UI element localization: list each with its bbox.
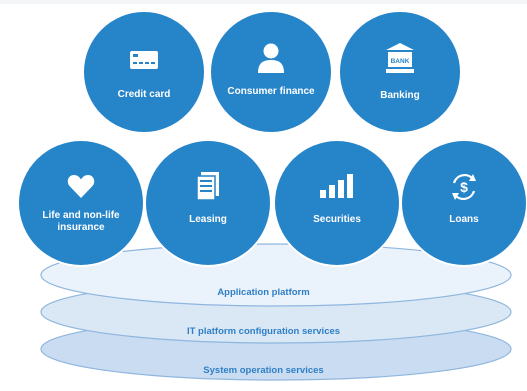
- loans-label: Loans: [449, 214, 479, 225]
- person-icon: [211, 42, 331, 74]
- layer-application-label: Application platform: [217, 287, 310, 298]
- credit-card-label: Credit card: [117, 89, 171, 100]
- service-consumer-finance: Consumer finance: [211, 12, 331, 132]
- heart-icon: [19, 173, 143, 199]
- svg-text:$: $: [460, 179, 468, 195]
- service-loans: $ Loans: [402, 141, 526, 265]
- service-life-insurance: Life and non-life insurance: [19, 141, 143, 265]
- bar-chart-icon: [275, 173, 399, 199]
- securities-label: Securities: [313, 214, 361, 225]
- credit-card-icon: [84, 50, 204, 70]
- top-strip: [0, 0, 527, 4]
- service-banking: BANK Banking: [340, 12, 460, 132]
- leasing-label: Leasing: [189, 214, 227, 225]
- bank-icon-text: BANK: [391, 58, 410, 65]
- service-securities: Securities: [275, 141, 399, 265]
- consumer-finance-label: Consumer finance: [227, 86, 315, 97]
- layer-system-operation-label: System operation services: [203, 365, 324, 376]
- layer-application-disc: [40, 243, 512, 307]
- document-icon: [146, 171, 270, 201]
- bank-icon: BANK: [340, 42, 460, 74]
- dollar-cycle-icon: $: [402, 171, 526, 203]
- layer-it-config-label: IT platform configuration services: [186, 326, 341, 337]
- life-insurance-label: Life and non-life insurance: [42, 210, 120, 233]
- banking-label: Banking: [380, 90, 420, 101]
- service-leasing: Leasing: [146, 141, 270, 265]
- service-credit-card: Credit card: [84, 12, 204, 132]
